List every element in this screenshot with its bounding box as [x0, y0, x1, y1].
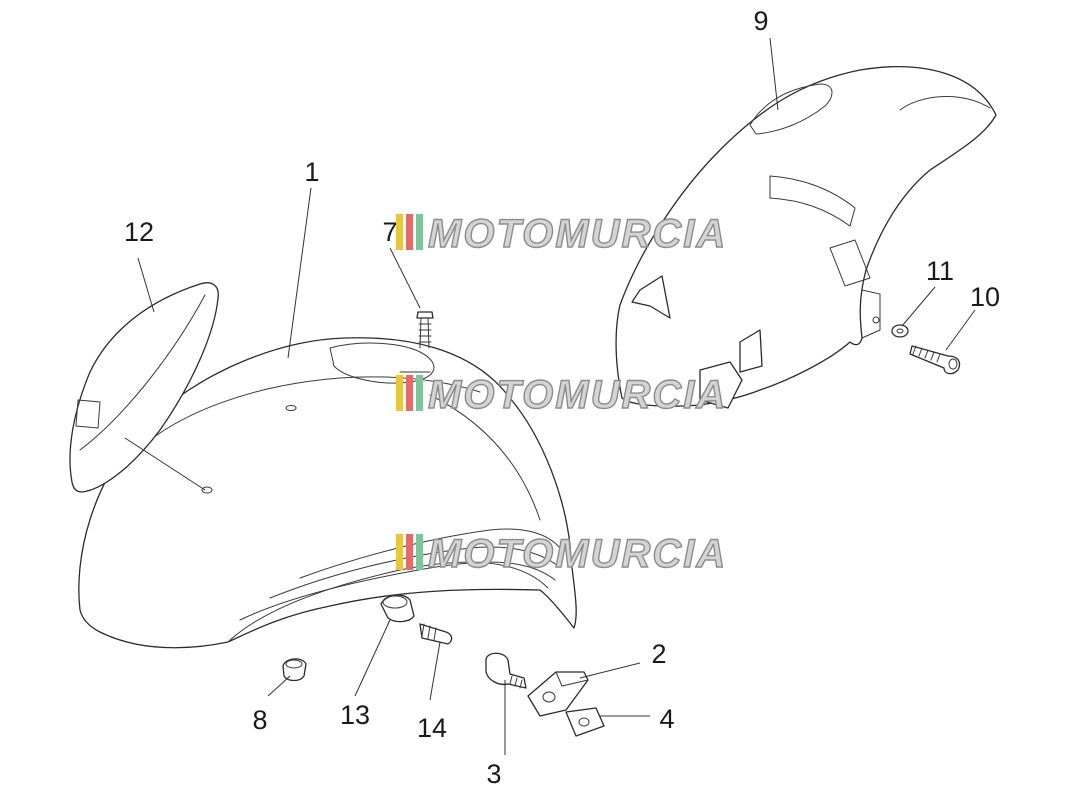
callout-14: 14 [417, 713, 447, 743]
watermark-text: MOTOMURCIA [428, 532, 727, 576]
bracket-part-2 [527, 671, 589, 717]
rear-mudguard-part-9 [615, 66, 997, 409]
callout-8: 8 [252, 705, 267, 735]
leader-lines [124, 37, 976, 755]
watermark-stripe-red [406, 534, 413, 570]
front-mudguard-part-1 [78, 337, 577, 649]
callout-2: 2 [651, 639, 666, 669]
watermark-text: MOTOMURCIA [428, 212, 727, 256]
bolt-part-3 [485, 652, 527, 689]
screw-part-10 [909, 345, 961, 375]
watermark-stripe-yellow [396, 534, 403, 570]
callout-4: 4 [659, 704, 674, 734]
grommet-part-8 [282, 658, 307, 682]
watermark-stripe-yellow [396, 375, 403, 411]
watermark-stripe-red [406, 214, 413, 250]
callout-9: 9 [753, 6, 768, 36]
callout-12: 12 [124, 217, 154, 247]
screw-part-14 [419, 623, 453, 645]
callout-13: 13 [340, 700, 370, 730]
watermark-bottom: MOTOMURCIA [396, 531, 727, 577]
rubber-cap-part-13 [380, 594, 415, 623]
callout-11: 11 [926, 256, 954, 286]
callout-10: 10 [970, 282, 1000, 312]
watermark-stripe-red [406, 375, 413, 411]
screw-part-7 [416, 311, 434, 349]
watermark-stripe-green [416, 534, 423, 570]
callout-7: 7 [382, 217, 397, 247]
watermark-text: MOTOMURCIA [428, 373, 727, 417]
callout-3: 3 [486, 759, 501, 789]
watermark-stripe-yellow [396, 214, 403, 250]
callout-1: 1 [304, 157, 319, 187]
washer-part-11 [891, 324, 909, 338]
watermark-stripe-green [416, 375, 423, 411]
clip-nut-part-4 [565, 707, 605, 737]
watermark-stripe-green [416, 214, 423, 250]
watermark-top: MOTOMURCIA [396, 211, 727, 257]
callout-labels: 1 2 3 4 7 8 9 10 11 12 13 14 [124, 6, 1000, 789]
side-trim-part-12 [69, 282, 219, 493]
watermark-middle: MOTOMURCIA [396, 372, 727, 418]
